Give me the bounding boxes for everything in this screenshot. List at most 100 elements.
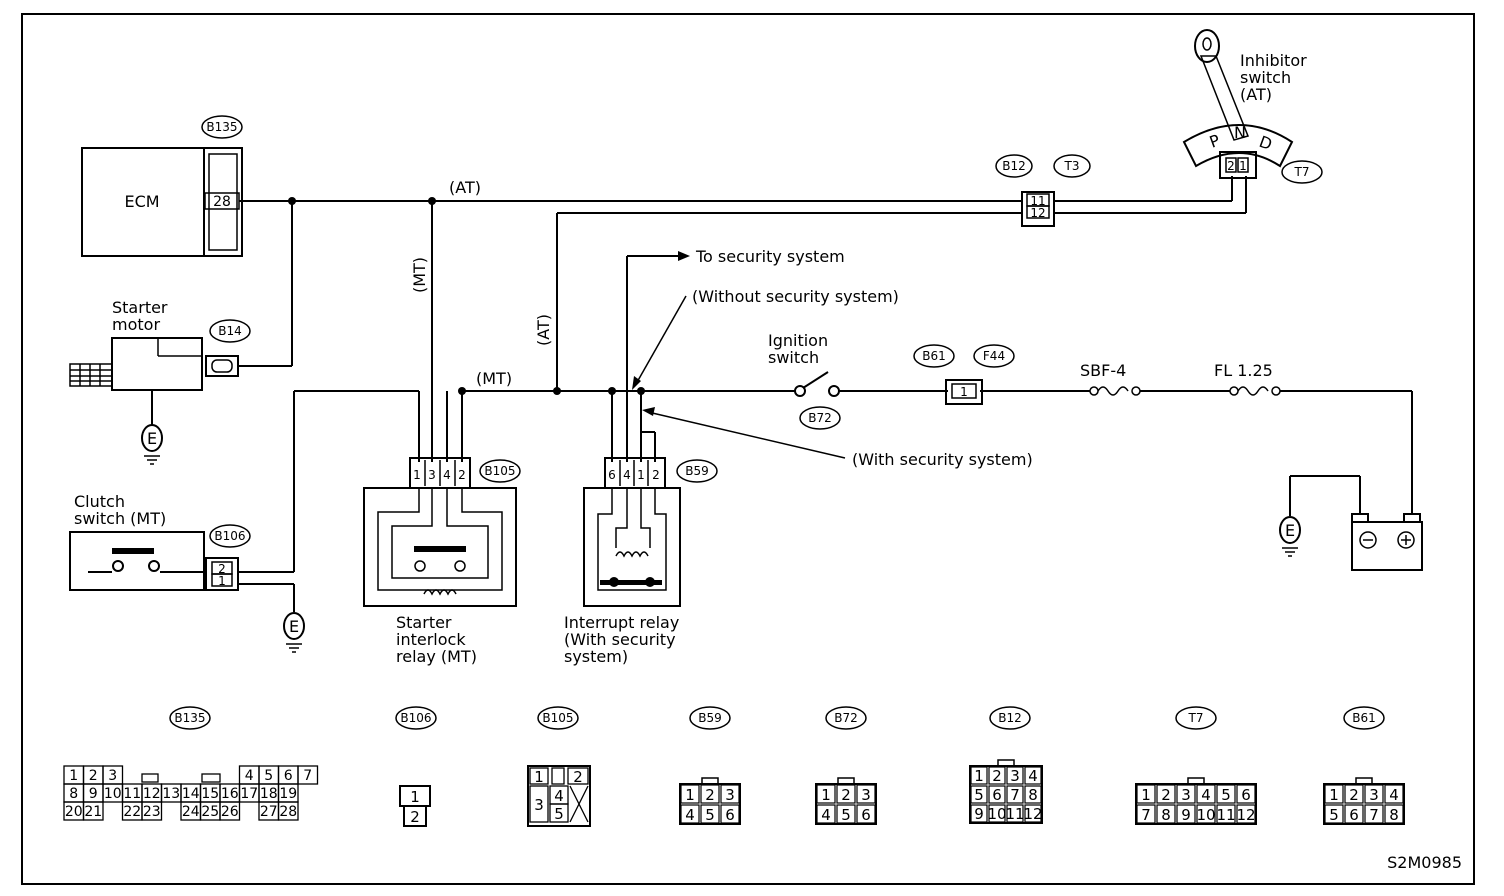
connector-pin-label: 3 — [1181, 786, 1191, 804]
svg-text:4: 4 — [623, 468, 631, 482]
svg-text:B12: B12 — [1002, 159, 1026, 173]
bottom-tag-b59: B59 — [689, 706, 731, 730]
svg-text:D: D — [1257, 132, 1275, 154]
connector-pin-label: 4 — [245, 768, 254, 784]
b72-tag: B72 — [799, 406, 841, 430]
connector-pin-label: 5 — [554, 805, 564, 823]
clutch-switch-label-2: switch (MT) — [74, 509, 166, 528]
clutch-switch-label-1: Clutch — [74, 492, 125, 511]
ground-battery: E — [1279, 516, 1301, 557]
b12-t3-connector: 11 12 — [1021, 191, 1055, 227]
connector-pin-label: 18 — [260, 786, 278, 802]
svg-text:12: 12 — [1030, 206, 1045, 220]
connector-pin-label: 5 — [974, 786, 984, 804]
connector-pin-label: 17 — [240, 786, 258, 802]
svg-text:B72: B72 — [834, 711, 858, 725]
starter-interlock-label-1: Starter — [396, 613, 452, 632]
battery — [1351, 513, 1423, 571]
ecm-pin: 28 — [213, 194, 231, 210]
connector-pin-label: 25 — [201, 804, 219, 820]
connector-pin-label: 5 — [1221, 786, 1231, 804]
svg-text:B14: B14 — [218, 324, 242, 338]
connector-pin-label: 4 — [554, 787, 564, 805]
svg-text:T7: T7 — [1188, 711, 1204, 725]
svg-text:1: 1 — [413, 468, 421, 482]
clutch-switch: 2 1 — [69, 531, 239, 591]
svg-text:B105: B105 — [542, 711, 573, 725]
connector-pin-label: 8 — [1161, 806, 1171, 824]
connector-pin-label: 19 — [279, 786, 297, 802]
connector-pin-label: 24 — [182, 804, 200, 820]
connector-pin-label: 7 — [1010, 786, 1020, 804]
svg-text:E: E — [147, 429, 157, 448]
connector-pin-label: 27 — [260, 804, 278, 820]
ecm-label: ECM — [124, 192, 159, 211]
connector-pin-label: 4 — [821, 806, 831, 824]
t3-tag: T3 — [1053, 154, 1091, 178]
connector-pin-label: 21 — [84, 804, 102, 820]
connector-pin-label: 3 — [534, 796, 544, 814]
svg-text:T3: T3 — [1064, 159, 1080, 173]
connector-pin-label: 4 — [1389, 786, 1399, 804]
svg-text:N: N — [1234, 123, 1246, 142]
wiring — [151, 176, 1413, 612]
connector-pin-label: 4 — [1201, 786, 1211, 804]
starter-interlock-label-2: interlock — [396, 630, 466, 649]
ground-clutch: E — [283, 612, 305, 653]
figure-code: S2M0985 — [1387, 853, 1462, 872]
bottom-tag-b12: B12 — [989, 706, 1031, 730]
starter-motor-label-2: motor — [112, 315, 160, 334]
b12-tag: B12 — [995, 154, 1033, 178]
connector-pin-label: 2 — [89, 768, 98, 784]
b106-face: 12 — [399, 785, 431, 827]
connector-pin-label: 3 — [861, 786, 871, 804]
connector-pin-label: 10 — [1196, 806, 1215, 824]
connector-pin-label: 12 — [1023, 805, 1042, 823]
connector-pin-label: 1 — [821, 786, 831, 804]
connector-pin-label: 1 — [685, 786, 695, 804]
svg-text:11: 11 — [1030, 194, 1045, 208]
b135-tag: B135 — [201, 115, 243, 139]
connector-pin-label: 10 — [104, 786, 122, 802]
connector-pin-label: 16 — [221, 786, 239, 802]
connector-pin-label: 28 — [279, 804, 297, 820]
ignition-label-1: Ignition — [768, 331, 828, 350]
svg-text:1: 1 — [637, 468, 645, 482]
connector-pin-label: 10 — [987, 805, 1006, 823]
connector-pin-label: 23 — [143, 804, 161, 820]
connector-pin-label: 1 — [1329, 786, 1339, 804]
connector-pin-label: 22 — [123, 804, 141, 820]
svg-text:2: 2 — [458, 468, 466, 482]
b59-tag: B59 — [676, 459, 718, 483]
svg-text:2: 2 — [218, 562, 226, 576]
svg-text:B59: B59 — [698, 711, 722, 725]
connector-pin-label: 6 — [725, 806, 735, 824]
svg-text:6: 6 — [608, 468, 616, 482]
at-top-label: (AT) — [449, 178, 481, 197]
bottom-tag-b61: B61 — [1343, 706, 1385, 730]
svg-text:4: 4 — [443, 468, 451, 482]
b105-tag: B105 — [479, 459, 521, 483]
connector-pin-label: 2 — [841, 786, 851, 804]
connector-pin-label: 2 — [705, 786, 715, 804]
connector-pin-label: 2 — [410, 808, 420, 826]
connector-pin-label: 6 — [284, 768, 293, 784]
sbf-fuse — [1089, 386, 1141, 396]
connector-pin-label: 7 — [1369, 806, 1379, 824]
connector-pin-label: 6 — [861, 806, 871, 824]
at-vertical-label: (AT) — [534, 314, 553, 346]
svg-text:1: 1 — [218, 574, 226, 588]
svg-text:B105: B105 — [484, 464, 515, 478]
interrupt-relay-label-3: system) — [564, 647, 628, 666]
bottom-tag-b135: B135 — [169, 706, 211, 730]
connector-pin-label: 14 — [182, 786, 200, 802]
interrupt-relay: 6 4 1 2 — [583, 457, 681, 607]
b61-f44-connector: 1 — [945, 379, 983, 405]
connector-pin-label: 12 — [1236, 806, 1255, 824]
bottom-tag-b106: B106 — [395, 706, 437, 730]
fl-fuse — [1229, 386, 1281, 396]
connector-pin-label: 11 — [123, 786, 141, 802]
